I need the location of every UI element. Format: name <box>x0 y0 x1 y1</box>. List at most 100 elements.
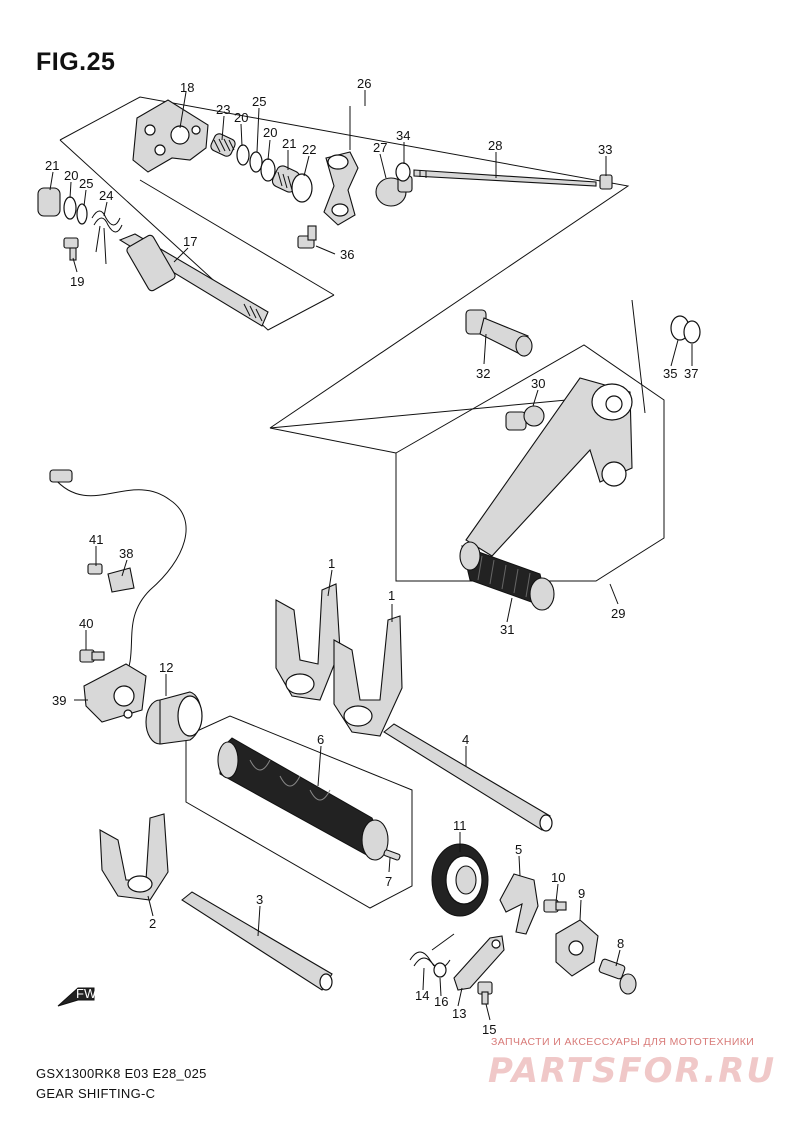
callout-27: 27 <box>373 140 387 155</box>
part-1-shift-fork-a <box>275 583 341 701</box>
callout-12: 12 <box>159 660 173 675</box>
part-20-washer-left <box>63 196 77 220</box>
callout-13: 13 <box>452 1006 466 1021</box>
callout-41: 41 <box>89 532 103 547</box>
part-4-fork-shaft <box>383 723 553 832</box>
callout-2: 2 <box>149 916 156 931</box>
part-26-gearshift-arm <box>323 151 359 226</box>
callout-24: 24 <box>99 188 113 203</box>
part-2-shift-fork <box>99 813 169 901</box>
callout-1-a: 1 <box>328 556 335 571</box>
part-28-shaft <box>413 169 597 187</box>
callout-33: 33 <box>598 142 612 157</box>
callout-25-left: 25 <box>79 176 93 191</box>
callout-22: 22 <box>302 142 316 157</box>
part-10-bolt <box>543 899 567 913</box>
part-22-collar <box>291 173 313 203</box>
callout-40: 40 <box>79 616 93 631</box>
callout-4: 4 <box>462 732 469 747</box>
part-16-washer <box>433 962 447 978</box>
callout-5: 5 <box>515 842 522 857</box>
part-29-gearshift-lever <box>465 377 633 557</box>
callout-17: 17 <box>183 234 197 249</box>
callout-32: 32 <box>476 366 490 381</box>
part-14-spring <box>409 933 455 969</box>
callout-6: 6 <box>317 732 324 747</box>
part-24-spring <box>91 210 123 265</box>
footer-diagram-name: GEAR SHIFTING-C <box>36 1086 156 1101</box>
callout-39: 39 <box>52 693 66 708</box>
fwd-arrow-icon: FWD <box>57 986 106 1007</box>
callout-26: 26 <box>357 76 371 91</box>
part-20-washer <box>236 144 250 166</box>
pedal-assembly-outline <box>395 344 665 582</box>
callout-34: 34 <box>396 128 410 143</box>
callout-1-b: 1 <box>388 588 395 603</box>
callout-25: 25 <box>252 94 266 109</box>
part-19-bolt <box>63 237 79 261</box>
callout-35: 35 <box>663 366 677 381</box>
callout-8: 8 <box>617 936 624 951</box>
part-38-clamp <box>107 567 135 593</box>
watermark-caption: ЗАПЧАСТИ И АКСЕССУАРЫ ДЛЯ МОТОТЕХНИКИ <box>491 1036 755 1048</box>
part-18-shift-bracket <box>132 99 209 173</box>
callout-7: 7 <box>385 874 392 889</box>
callout-29: 29 <box>611 606 625 621</box>
part-39-gear-position-sensor <box>49 469 187 723</box>
callout-10: 10 <box>551 870 565 885</box>
callout-20-b: 20 <box>263 125 277 140</box>
upper-assembly-outline <box>59 96 630 429</box>
part-5-stopper-plate <box>499 873 539 935</box>
part-25-clip-left <box>76 203 88 225</box>
part-15-bolt <box>477 981 493 1005</box>
watermark-logo: PARTSFOR.RU <box>488 1051 777 1091</box>
callout-18: 18 <box>180 80 194 95</box>
part-7-pin <box>383 849 401 861</box>
callout-15: 15 <box>482 1022 496 1037</box>
callout-16: 16 <box>434 994 448 1009</box>
callout-20: 20 <box>234 110 248 125</box>
part-30-pin <box>505 405 545 431</box>
part-25-clip <box>249 151 263 173</box>
figure-title: FIG.25 <box>36 48 116 76</box>
shift-drum-outline <box>185 715 413 909</box>
part-41-screw <box>87 563 103 575</box>
part-21-bearing-left <box>37 187 61 217</box>
part-8-bolt <box>598 958 637 995</box>
fwd-label: FWD <box>76 986 106 1001</box>
part-1-shift-fork-b <box>333 615 403 737</box>
part-9-cam-driven-gear <box>555 919 599 977</box>
callout-19: 19 <box>70 274 84 289</box>
part-6-gearshift-cam <box>217 737 389 861</box>
callout-11: 11 <box>453 818 467 833</box>
part-31-shift-rubber <box>459 541 555 611</box>
part-17-gearshift-shaft <box>118 233 269 327</box>
part-11-bearing <box>431 843 489 917</box>
callout-14: 14 <box>415 988 429 1003</box>
callout-21-left: 21 <box>45 158 59 173</box>
callout-38: 38 <box>119 546 133 561</box>
callout-28: 28 <box>488 138 502 153</box>
callout-9: 9 <box>578 886 585 901</box>
footer-model-code: GSX1300RK8 E03 E28_025 <box>36 1066 207 1081</box>
part-12-bearing <box>145 691 203 745</box>
part-27-cap <box>375 175 413 207</box>
part-13-stopper-arm <box>453 935 505 991</box>
leader-lines <box>49 90 693 1021</box>
callout-31: 31 <box>500 622 514 637</box>
callout-21: 21 <box>282 136 296 151</box>
part-32-pivot-bolt <box>465 309 533 357</box>
callout-3: 3 <box>256 892 263 907</box>
part-34-seal <box>395 162 411 182</box>
part-36-bolt <box>297 225 317 249</box>
part-33-nut <box>599 174 613 190</box>
callout-30: 30 <box>531 376 545 391</box>
callout-20-left: 20 <box>64 168 78 183</box>
callout-36: 36 <box>340 247 354 262</box>
callout-37: 37 <box>684 366 698 381</box>
part-3-fork-shaft <box>181 891 333 991</box>
callout-23: 23 <box>216 102 230 117</box>
part-37-washer <box>683 320 701 344</box>
part-40-bolt <box>79 649 105 663</box>
